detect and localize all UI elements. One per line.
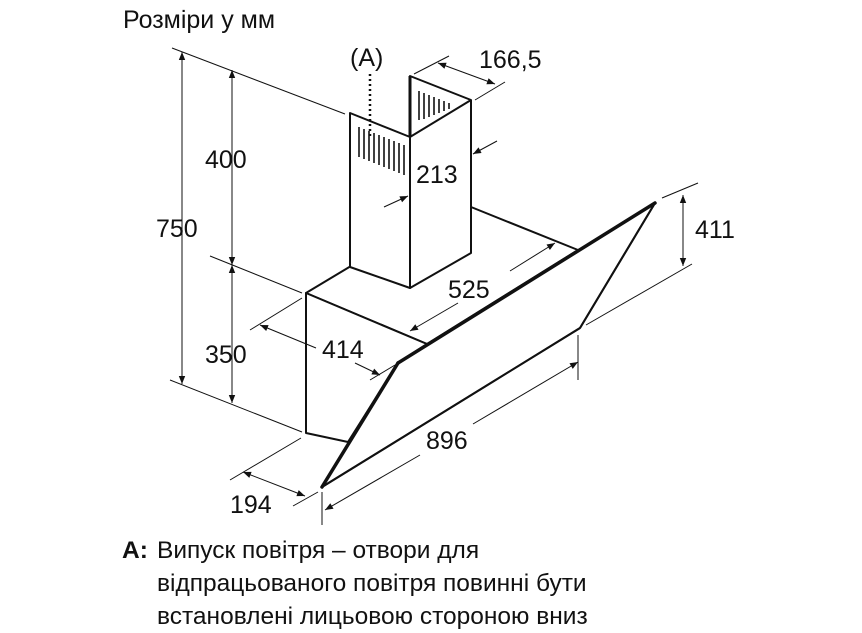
- air-outlet-note: A: Випуск повітря – отвори для відпрацьов…: [122, 534, 588, 633]
- dim-chimney-width: 166,5: [479, 46, 542, 74]
- dimension-lines: [169, 47, 699, 525]
- dim-glass-height: 411: [695, 216, 735, 244]
- callout-a: (A): [350, 44, 383, 72]
- hood-outline: [305, 201, 657, 489]
- vent-slots-icon: [358, 91, 450, 175]
- diagram-title: Розміри у мм: [123, 6, 276, 34]
- note-line-1: Випуск повітря – отвори для: [157, 537, 480, 564]
- note-label: A:: [122, 537, 148, 564]
- dim-bottom-depth: 194: [230, 491, 272, 519]
- chimney-left-panel: [349, 112, 411, 289]
- glass-front-edge: [320, 361, 400, 489]
- dim-total-height: 750: [156, 215, 198, 243]
- chimney: [349, 74, 472, 289]
- glass-bottom-edge: [321, 327, 581, 488]
- note-first-row: A: Випуск повітря – отвори для: [122, 534, 588, 567]
- dim-depth-top: 525: [448, 276, 490, 304]
- glass-side-edge: [579, 202, 656, 329]
- dim-body-height: 350: [205, 341, 247, 369]
- dim-width: 896: [426, 427, 468, 455]
- dim-chimney-depth: 213: [416, 161, 458, 189]
- dim-body-depth: 414: [322, 336, 364, 364]
- dim-chimney-height: 400: [205, 146, 247, 174]
- note-line-3: встановлені лицьовою стороною вниз: [157, 603, 588, 630]
- glass-top-edge: [396, 201, 657, 365]
- chimney-top-edge: [409, 99, 472, 138]
- note-line-2: відпрацьованого повітря повинні бути: [157, 570, 587, 597]
